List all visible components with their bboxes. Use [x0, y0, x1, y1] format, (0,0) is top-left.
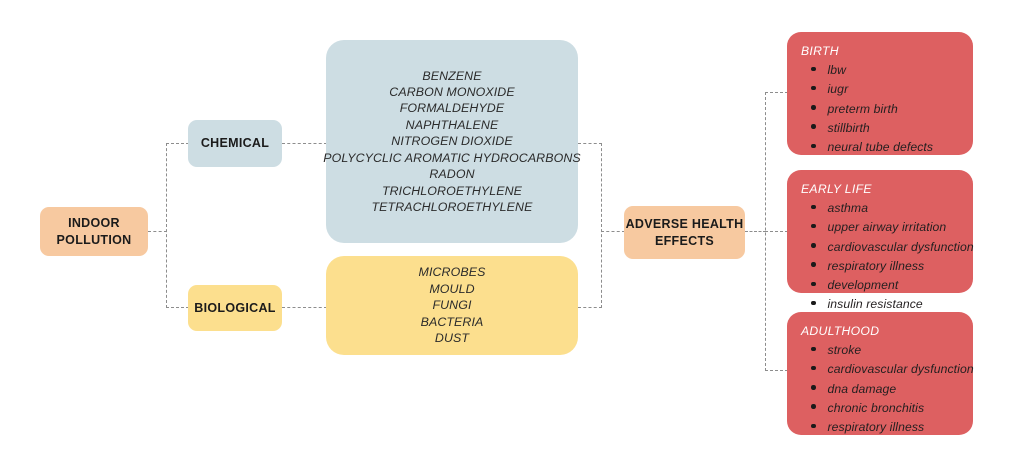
connector-biological-panel-out [578, 307, 602, 308]
bullet-icon [811, 66, 816, 71]
biological-agent-item: BACTERIA [420, 314, 484, 329]
list-item: preterm birth [801, 100, 959, 119]
list-item: upper airway irritation [801, 218, 959, 237]
biological-agent-item: MOULD [429, 281, 475, 296]
list-item-label: stillbirth [827, 120, 870, 135]
connector-trunk-to-effects [601, 231, 625, 232]
list-item-label: respiratory illness [827, 258, 925, 273]
bullet-icon [811, 85, 816, 91]
list-item-label: chronic bronchitis [827, 400, 925, 415]
card-adulthood-list: stroke cardiovascular dysfunction dna da… [801, 341, 974, 437]
card-early-life[interactable]: EARLY LIFE asthma upper airway irritatio… [787, 170, 974, 311]
chemical-agent-item: CARBON MONOXIDE [389, 85, 515, 100]
connector-middle-trunk [601, 143, 602, 308]
biological-agent-item: DUST [434, 331, 470, 346]
list-item: dna damage [801, 380, 959, 399]
list-item: cardiovascular dysfunction [801, 360, 974, 379]
bullet-icon [811, 243, 816, 248]
list-item-label: preterm birth [827, 101, 898, 116]
node-indoor-pollution-line1: INDOOR [68, 215, 120, 230]
chemical-agent-item: NAPHTHALENE [405, 117, 499, 132]
list-item: insulin resistance [801, 295, 959, 314]
connector-trunk-to-biological [166, 307, 189, 308]
chemical-agent-item: TRICHLOROETHYLENE [381, 183, 523, 198]
node-adverse-health-effects-line2: EFFECTS [654, 233, 715, 248]
list-item-label: development [827, 278, 899, 293]
card-birth-title: BIRTH [801, 44, 839, 58]
bullet-icon [811, 300, 816, 306]
biological-agent-item: FUNGI [432, 298, 472, 313]
node-biological-label: BIOLOGICAL [194, 300, 276, 315]
list-item: neural tube defects [801, 138, 959, 157]
card-early-life-title: EARLY LIFE [801, 182, 872, 196]
connector-trunk-to-adulthood [765, 370, 788, 371]
list-item-label: insulin resistance [827, 297, 923, 312]
card-early-life-list: asthma upper airway irritation cardiovas… [801, 199, 974, 315]
node-biological[interactable]: BIOLOGICAL [188, 285, 282, 331]
connector-left-trunk [166, 143, 167, 308]
list-item: chronic bronchitis [801, 399, 959, 418]
list-item-label: neural tube defects [827, 140, 934, 155]
chemical-agent-item: TETRACHLOROETHYLENE [371, 199, 533, 214]
bullet-icon [811, 143, 816, 149]
chemical-agent-item: NITROGEN DIOXIDE [391, 134, 513, 149]
connector-effects-to-trunk [745, 231, 766, 232]
list-item: stroke [801, 341, 959, 360]
bullet-icon [811, 223, 816, 229]
node-chemical[interactable]: CHEMICAL [188, 120, 282, 167]
bullet-icon [811, 262, 816, 267]
connector-biological-to-panel [282, 307, 327, 308]
card-adulthood-title: ADULTHOOD [801, 324, 880, 338]
connector-source-to-trunk [148, 231, 167, 232]
panel-chemical-agents: BENZENE CARBON MONOXIDE FORMALDEHYDE NAP… [323, 40, 581, 243]
list-item: cardiovascular dysfunction [801, 238, 974, 257]
bullet-icon [811, 204, 816, 209]
connector-trunk-to-early-life [765, 231, 788, 232]
list-item-label: asthma [827, 201, 869, 215]
list-item-label: stroke [827, 343, 862, 357]
card-birth-list: lbw iugr preterm birth stillbirth neural… [801, 61, 959, 157]
biological-agent-item: MICROBES [418, 265, 486, 280]
list-item-label: iugr [827, 82, 849, 97]
connector-trunk-to-birth [765, 92, 788, 93]
list-item: stillbirth [801, 119, 959, 138]
list-item-label: respiratory illness [827, 420, 925, 435]
chemical-agent-item: POLYCYCLIC AROMATIC HYDROCARBONS [323, 150, 581, 165]
bullet-icon [811, 105, 816, 110]
bullet-icon [811, 281, 816, 287]
node-adverse-health-effects[interactable]: ADVERSE HEALTH EFFECTS [624, 206, 745, 259]
connector-chemical-panel-out [578, 143, 602, 144]
list-item: asthma [801, 199, 959, 218]
list-item-label: cardiovascular dysfunction [827, 239, 974, 254]
list-item: iugr [801, 80, 959, 99]
panel-biological-agents: MICROBES MOULD FUNGI BACTERIA DUST [326, 256, 578, 355]
list-item-label: upper airway irritation [827, 220, 947, 235]
bullet-icon [811, 365, 816, 371]
card-birth[interactable]: BIRTH lbw iugr preterm birth stillbirth … [787, 32, 973, 155]
node-adverse-health-effects-line1: ADVERSE HEALTH [625, 216, 744, 231]
list-item-label: dna damage [827, 381, 897, 396]
list-item: respiratory illness [801, 257, 959, 276]
list-item: development [801, 276, 959, 295]
list-item-label: lbw [827, 63, 847, 77]
connector-chemical-to-panel [282, 143, 327, 144]
list-item-label: cardiovascular dysfunction [827, 362, 974, 377]
chemical-agent-item: RADON [429, 167, 475, 182]
list-item: lbw [801, 61, 959, 80]
list-item: respiratory illness [801, 418, 959, 437]
node-adverse-health-effects-label: ADVERSE HEALTH EFFECTS [626, 216, 744, 250]
connector-trunk-to-chemical [166, 143, 189, 144]
node-indoor-pollution-line2: POLLUTION [56, 232, 132, 247]
node-chemical-label: CHEMICAL [200, 136, 270, 151]
bullet-icon [811, 124, 816, 129]
node-indoor-pollution-label: INDOOR POLLUTION [57, 215, 132, 249]
bullet-icon [811, 404, 816, 409]
node-indoor-pollution[interactable]: INDOOR POLLUTION [40, 207, 148, 256]
chemical-agent-item: FORMALDEHYDE [399, 101, 505, 116]
chemical-agent-item: BENZENE [422, 68, 482, 83]
bullet-icon [811, 423, 816, 429]
bullet-icon [811, 385, 816, 390]
bullet-icon [811, 346, 816, 351]
card-adulthood[interactable]: ADULTHOOD stroke cardiovascular dysfunct… [787, 312, 974, 437]
